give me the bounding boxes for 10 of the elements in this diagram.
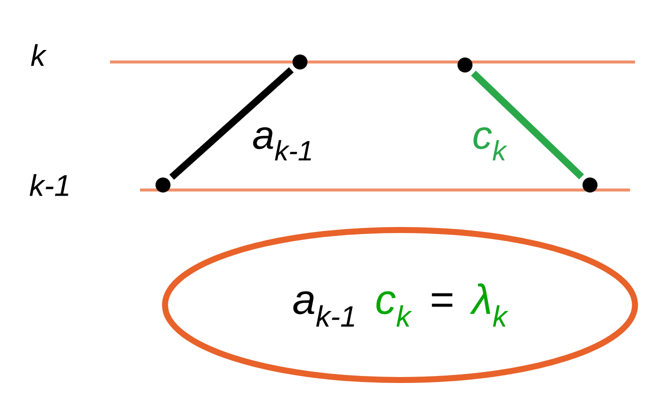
dot: [582, 178, 598, 192]
connector-line: [169, 67, 294, 180]
edge-label: c$_{k}$: [470, 125, 509, 162]
dot: [292, 54, 308, 70]
dot: [156, 178, 170, 192]
connector-line: [471, 70, 584, 180]
dot: [458, 58, 472, 72]
edge-label: a$_{k-1}$: [250, 125, 316, 162]
level-label: k-1: [30, 174, 68, 196]
level-label: k: [31, 44, 47, 66]
